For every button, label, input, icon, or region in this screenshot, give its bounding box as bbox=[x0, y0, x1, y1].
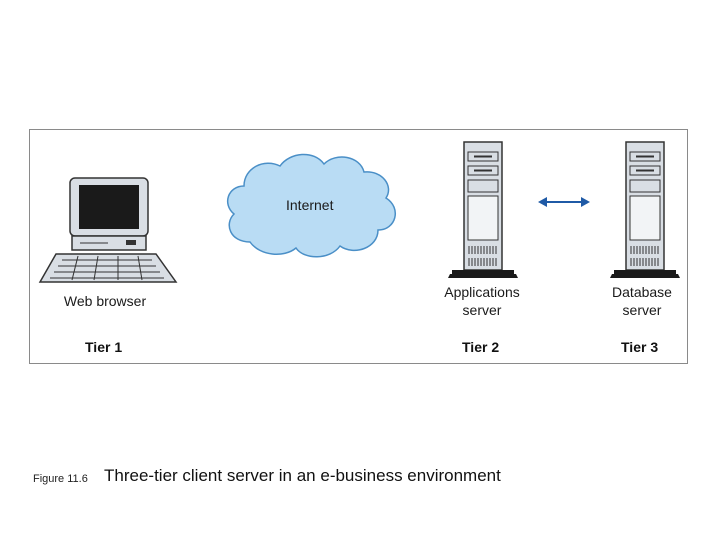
internet-cloud-icon bbox=[226, 153, 396, 258]
database-server-label-line-2: server bbox=[622, 302, 662, 318]
double-arrow-icon bbox=[538, 197, 590, 207]
applications-server-label-line-2: server bbox=[462, 302, 502, 318]
diagram-frame: Web browser Internet Applications ser bbox=[29, 129, 688, 364]
figure-caption: Three-tier client server in an e-busines… bbox=[104, 466, 501, 485]
applications-server-label-line-1: Applications bbox=[444, 284, 520, 300]
web-browser-label: Web browser bbox=[63, 293, 147, 309]
internet-label: Internet bbox=[286, 197, 334, 213]
tier-3-label: Tier 3 bbox=[621, 339, 659, 355]
figure-number: Figure 11.6 bbox=[33, 473, 88, 485]
database-server-icon bbox=[610, 141, 680, 278]
database-server-label-line-1: Database bbox=[612, 284, 672, 300]
applications-server-label: Applications server bbox=[430, 283, 534, 319]
tier-1-label: Tier 1 bbox=[85, 339, 123, 355]
tier-2-label: Tier 2 bbox=[462, 339, 500, 355]
applications-server-icon bbox=[448, 141, 518, 278]
database-server-label: Database server bbox=[596, 283, 688, 319]
computer-icon bbox=[38, 177, 178, 283]
